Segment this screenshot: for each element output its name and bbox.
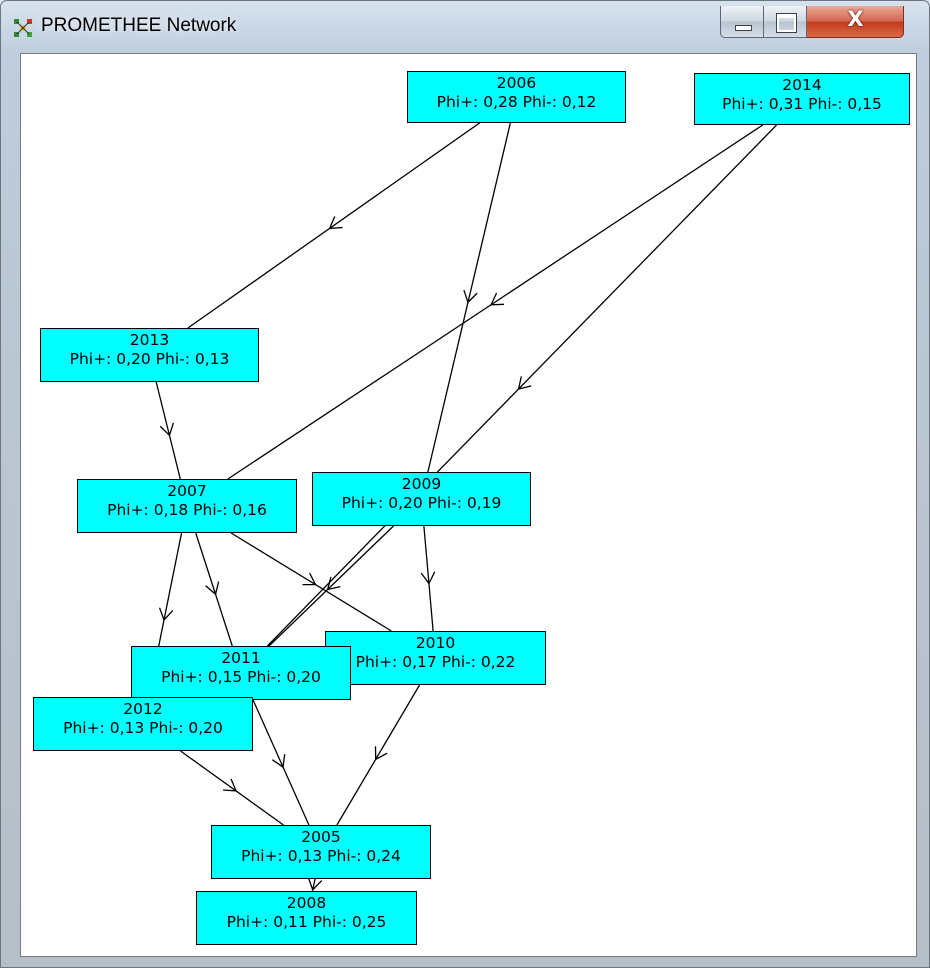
maximize-icon [776, 13, 797, 33]
edge-line [227, 124, 764, 480]
minimize-button[interactable] [720, 6, 764, 38]
maximize-button[interactable] [764, 6, 807, 38]
edge-line [180, 750, 284, 826]
edge-line [336, 684, 421, 826]
edge-arrowhead-icon [159, 422, 174, 437]
edge-arrowhead-icon [205, 581, 220, 596]
edge-arrowhead-icon [271, 754, 286, 769]
edge-2013-to-2007 [155, 381, 181, 480]
edge-line [252, 699, 310, 826]
node-phi-values: Phi+: 0,13 Phi-: 0,24 [241, 847, 401, 865]
promethee-network-icon [14, 19, 32, 37]
title-bar[interactable]: PROMETHEE Network X [1, 1, 929, 53]
node-phi-values: Phi+: 0,15 Phi-: 0,20 [161, 668, 321, 686]
edge-arrowhead-icon [420, 571, 436, 585]
node-phi-values: Phi+: 0,20 Phi-: 0,13 [69, 350, 230, 368]
edge-line [423, 525, 434, 632]
edge-line [195, 532, 233, 647]
edge-arrowhead-icon [517, 376, 532, 390]
edge-arrowhead-icon [326, 576, 341, 591]
node-phi-values: Phi+: 0,20 Phi-: 0,19 [341, 494, 502, 512]
node-phi-values: Phi+: 0,17 Phi-: 0,22 [355, 653, 516, 671]
edge-arrowhead-icon [223, 778, 238, 792]
node-label: 2006 [496, 74, 537, 92]
node-label: 2009 [401, 475, 442, 493]
edge-arrowhead-icon [328, 216, 343, 230]
edge-arrowhead-icon [490, 292, 505, 306]
edge-2012-to-2005 [180, 750, 284, 826]
edge-2006-to-2009 [427, 122, 511, 473]
edge-line [187, 122, 480, 329]
edge-line [427, 122, 511, 473]
edge-arrowhead-icon [302, 572, 317, 586]
edge-2010-to-2005 [336, 684, 421, 826]
edge-2006-to-2013 [187, 122, 480, 329]
edge-2011-to-2005 [252, 699, 310, 826]
edge-arrowhead-icon [307, 877, 323, 892]
node-label: 2005 [301, 828, 341, 846]
edge-2009-to-2011 [268, 525, 394, 647]
node-label: 2007 [167, 482, 207, 500]
edge-2005-to-2008 [307, 877, 323, 892]
node-label: 2011 [221, 649, 261, 667]
edge-2007-to-2011 [195, 532, 233, 647]
close-icon: X [847, 7, 864, 31]
node-phi-values: Phi+: 0,28 Phi-: 0,12 [436, 93, 597, 111]
close-button[interactable]: X [807, 6, 904, 38]
edge-arrowhead-icon [463, 289, 478, 304]
edge-line [230, 532, 392, 632]
edge-2014-to-2007 [227, 124, 764, 480]
node-label: 2010 [415, 634, 456, 652]
node-phi-values: Phi+: 0,31 Phi-: 0,15 [722, 95, 882, 113]
node-phi-values: Phi+: 0,13 Phi-: 0,20 [63, 719, 223, 737]
edge-2007-to-2010 [230, 532, 392, 632]
network-edges [147, 122, 778, 892]
edge-arrowhead-icon [374, 746, 388, 761]
minimize-icon [735, 25, 752, 31]
node-label: 2014 [782, 76, 822, 94]
node-label: 2013 [129, 331, 170, 349]
node-phi-values: Phi+: 0,11 Phi-: 0,25 [226, 913, 387, 931]
edge-arrowhead-icon [158, 607, 174, 622]
node-label: 2008 [286, 894, 327, 912]
edge-line [268, 525, 394, 647]
window-title: PROMETHEE Network [41, 15, 237, 36]
node-phi-values: Phi+: 0,18 Phi-: 0,16 [107, 501, 267, 519]
edge-line [155, 381, 181, 480]
edge-2014-to-2011 [266, 124, 778, 647]
node-label: 2012 [123, 700, 163, 718]
edge-2009-to-2010 [420, 525, 436, 632]
edge-line [266, 124, 778, 647]
